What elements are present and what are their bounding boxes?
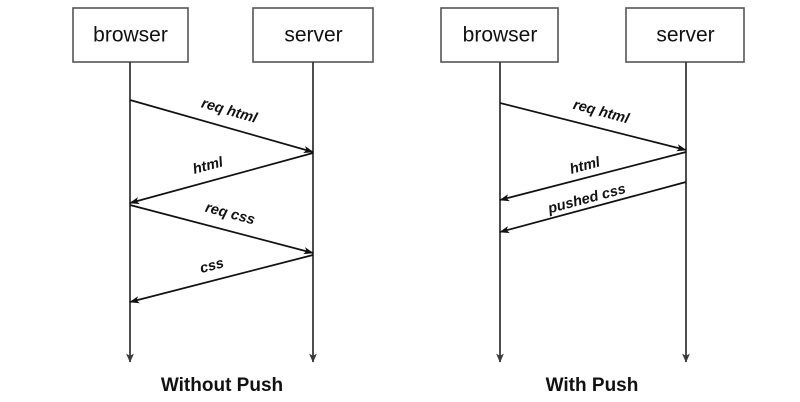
message-label: html (191, 154, 226, 178)
message-html: html (129, 152, 314, 205)
message-pushed-css: pushed css (499, 181, 687, 234)
message-arrow (129, 152, 314, 205)
message-arrow (129, 99, 314, 153)
panel-with-push: browser server req html html pushed css (440, 7, 745, 396)
message-label: html (568, 154, 603, 178)
lane-label-server: server (656, 24, 714, 47)
lane-label-browser: browser (463, 24, 538, 47)
message-req-html: req html (499, 97, 687, 152)
message-label: req css (203, 200, 256, 229)
lane-box-server (625, 7, 745, 63)
message-html: html (499, 151, 687, 202)
message-arrow (129, 254, 314, 304)
lane-label-server: server (284, 24, 342, 47)
lane-box-browser (72, 7, 189, 63)
message-css: css (129, 254, 314, 304)
message-arrow (499, 181, 687, 234)
message-arrow (499, 151, 687, 202)
message-arrow (499, 102, 687, 152)
lane-server: server (625, 7, 745, 363)
lane-browser: browser (440, 7, 559, 363)
lane-browser: browser (72, 7, 189, 363)
panel-caption-without-push: Without Push (161, 375, 283, 396)
panel-without-push: browser server req html html req css (72, 7, 374, 396)
panel-caption-with-push: With Push (546, 375, 639, 396)
message-label: pushed css (545, 181, 627, 217)
message-req-html: req html (129, 96, 314, 153)
message-arrow (129, 204, 314, 255)
lane-label-browser: browser (93, 24, 168, 47)
message-req-css: req css (129, 200, 314, 255)
message-label: css (198, 255, 226, 277)
lane-box-server (252, 7, 374, 63)
lane-server: server (252, 7, 374, 363)
